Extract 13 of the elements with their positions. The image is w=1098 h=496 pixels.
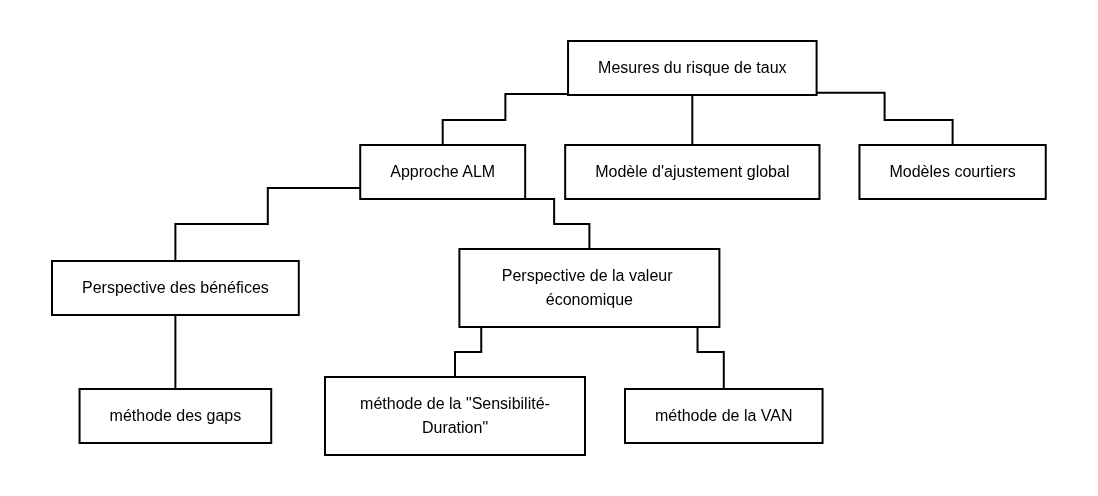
node-box: Mesures du risque de taux	[567, 40, 818, 96]
node-box: méthode de la VAN	[624, 388, 824, 444]
connector	[441, 92, 570, 146]
node-box: Perspective de la valeur économique	[458, 248, 721, 328]
node-box: Perspective des bénéfices	[51, 260, 300, 316]
node-box: méthode de la "Sensibilité-Duration"	[324, 376, 587, 456]
connector	[691, 94, 694, 146]
connector	[815, 91, 954, 146]
node-box: Modèles courtiers	[858, 144, 1047, 200]
node-box: Modèle d'ajustement global	[564, 144, 821, 200]
node-box: Approche ALM	[359, 144, 527, 200]
connector	[174, 314, 177, 390]
node-box: méthode des gaps	[78, 388, 273, 444]
